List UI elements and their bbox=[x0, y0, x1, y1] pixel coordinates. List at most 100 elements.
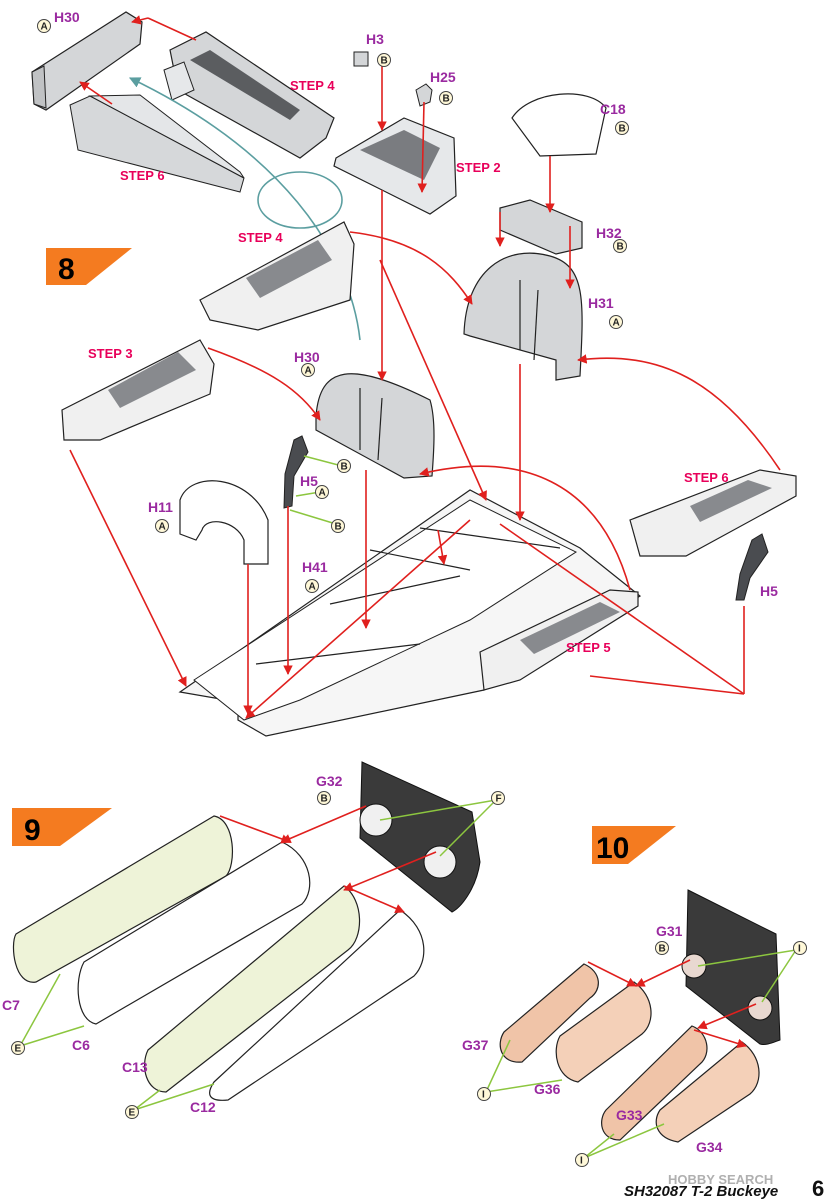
g32-nozzle-1 bbox=[359, 803, 393, 837]
step5-ref: STEP 5 bbox=[566, 640, 611, 655]
h5-left-part bbox=[283, 435, 309, 509]
svg-text:B: B bbox=[619, 124, 626, 135]
paint-drop-icon: I bbox=[793, 941, 807, 955]
svg-text:A: A bbox=[305, 366, 312, 377]
assembly-arrows-step9 bbox=[219, 805, 437, 913]
h3-part bbox=[353, 51, 369, 67]
paint-drop-icon: A bbox=[37, 19, 51, 33]
paint-drop-icon: I bbox=[477, 1087, 491, 1101]
assembly-arrows-step10 bbox=[587, 959, 757, 1049]
paint-drop-icon: B bbox=[317, 791, 331, 805]
c6-part bbox=[77, 841, 311, 1025]
step-flag-icon bbox=[592, 826, 676, 864]
c13-label: C13 bbox=[122, 1059, 148, 1075]
h5-right-part bbox=[735, 533, 769, 601]
rotate-arrow-icon bbox=[128, 77, 361, 341]
step-8-section: 8 bbox=[31, 9, 797, 737]
svg-text:B: B bbox=[335, 522, 342, 533]
g32-nozzle-2 bbox=[423, 845, 457, 879]
step6-right-ref: STEP 6 bbox=[684, 470, 729, 485]
step3-side-console bbox=[61, 339, 215, 441]
svg-text:A: A bbox=[41, 22, 48, 33]
g37-part bbox=[499, 963, 599, 1063]
g34-part bbox=[655, 1041, 760, 1143]
step2-ref: STEP 2 bbox=[456, 160, 501, 175]
h32-label: H32 bbox=[596, 225, 622, 241]
c12-part bbox=[209, 909, 425, 1101]
h5-right-label: H5 bbox=[760, 583, 778, 599]
step4-top-console bbox=[163, 31, 335, 159]
paint-drop-icon: I bbox=[575, 1153, 589, 1167]
step-flag-icon bbox=[46, 248, 132, 285]
rotate-loop bbox=[257, 171, 343, 229]
h11-label: H11 bbox=[148, 499, 173, 515]
svg-text:B: B bbox=[321, 794, 328, 805]
h25-label: H25 bbox=[430, 69, 456, 85]
step4-mid-ref: STEP 4 bbox=[238, 230, 283, 245]
step-9-number: 9 bbox=[24, 814, 41, 847]
svg-text:B: B bbox=[341, 462, 348, 473]
paint-drop-icon: A bbox=[155, 519, 169, 533]
footer-code: SH32087 T-2 Buckeye bbox=[624, 1183, 778, 1200]
svg-text:B: B bbox=[381, 56, 388, 67]
paint-drop-icon: B bbox=[655, 941, 669, 955]
paint-drop-icon: A bbox=[305, 579, 319, 593]
paint-drop-icon: F bbox=[491, 791, 505, 805]
c6-label: C6 bbox=[72, 1037, 90, 1053]
svg-text:B: B bbox=[443, 94, 450, 105]
c12-label: C12 bbox=[190, 1099, 216, 1115]
h30-top-panel bbox=[31, 11, 245, 193]
step-10-section: 10 G31 G37 G36 G33 G34 B bbox=[462, 826, 807, 1167]
g33-label: G33 bbox=[616, 1107, 643, 1123]
svg-text:E: E bbox=[15, 1044, 22, 1055]
step6-right-console bbox=[629, 469, 797, 557]
paint-drop-icon: A bbox=[609, 315, 623, 329]
step-10-number: 10 bbox=[596, 832, 629, 865]
step3-ref: STEP 3 bbox=[88, 346, 133, 361]
c7-label: C7 bbox=[2, 997, 20, 1013]
watermark: HOBBY SEARCH bbox=[668, 1172, 773, 1187]
h11-part bbox=[179, 480, 269, 565]
h31-label: H31 bbox=[588, 295, 614, 311]
paint-leaders-step10 bbox=[485, 949, 797, 1159]
step-9-section: 9 G32 C7 C6 C13 C12 bbox=[2, 761, 505, 1119]
step2-console bbox=[333, 117, 457, 215]
svg-text:I: I bbox=[580, 1156, 583, 1167]
paint-drop-icon: B bbox=[337, 459, 351, 473]
g31-label: G31 bbox=[656, 923, 683, 939]
c18-label: C18 bbox=[600, 101, 626, 117]
paint-drop-icon: E bbox=[125, 1105, 139, 1119]
svg-text:B: B bbox=[659, 944, 666, 955]
g31-nozzle-1 bbox=[681, 953, 707, 979]
step4-side-console bbox=[199, 221, 355, 331]
h5-left-label: H5 bbox=[300, 473, 318, 489]
h30-top-label: H30 bbox=[54, 9, 80, 25]
svg-text:I: I bbox=[482, 1090, 485, 1101]
h31-bulkhead bbox=[463, 252, 583, 381]
svg-text:F: F bbox=[496, 794, 502, 805]
svg-text:A: A bbox=[159, 522, 166, 533]
g34-label: G34 bbox=[696, 1139, 723, 1155]
c13-part bbox=[144, 885, 361, 1093]
g32-label: G32 bbox=[316, 773, 343, 789]
g36-label: G36 bbox=[534, 1081, 561, 1097]
h30-rib-2 bbox=[377, 397, 383, 461]
h41-label: H41 bbox=[302, 559, 328, 575]
paint-drop-icon: B bbox=[331, 519, 345, 533]
svg-text:A: A bbox=[613, 318, 620, 329]
step-flag-icon bbox=[12, 808, 112, 846]
g37-label: G37 bbox=[462, 1037, 489, 1053]
paint-drop-icon: B bbox=[615, 121, 629, 135]
g31-nozzle-2 bbox=[747, 995, 773, 1021]
paint-drop-icon: B bbox=[439, 91, 453, 105]
h30-mid-bulkhead bbox=[315, 373, 435, 479]
paint-drop-icon: B bbox=[613, 239, 627, 253]
g32-bulkhead bbox=[359, 761, 481, 913]
step5-console bbox=[479, 589, 639, 691]
svg-text:E: E bbox=[129, 1108, 136, 1119]
svg-text:A: A bbox=[309, 582, 316, 593]
h31-rib-2 bbox=[533, 289, 539, 361]
paint-drop-icon: A bbox=[301, 363, 315, 377]
page-number: 6 bbox=[812, 1176, 824, 1200]
